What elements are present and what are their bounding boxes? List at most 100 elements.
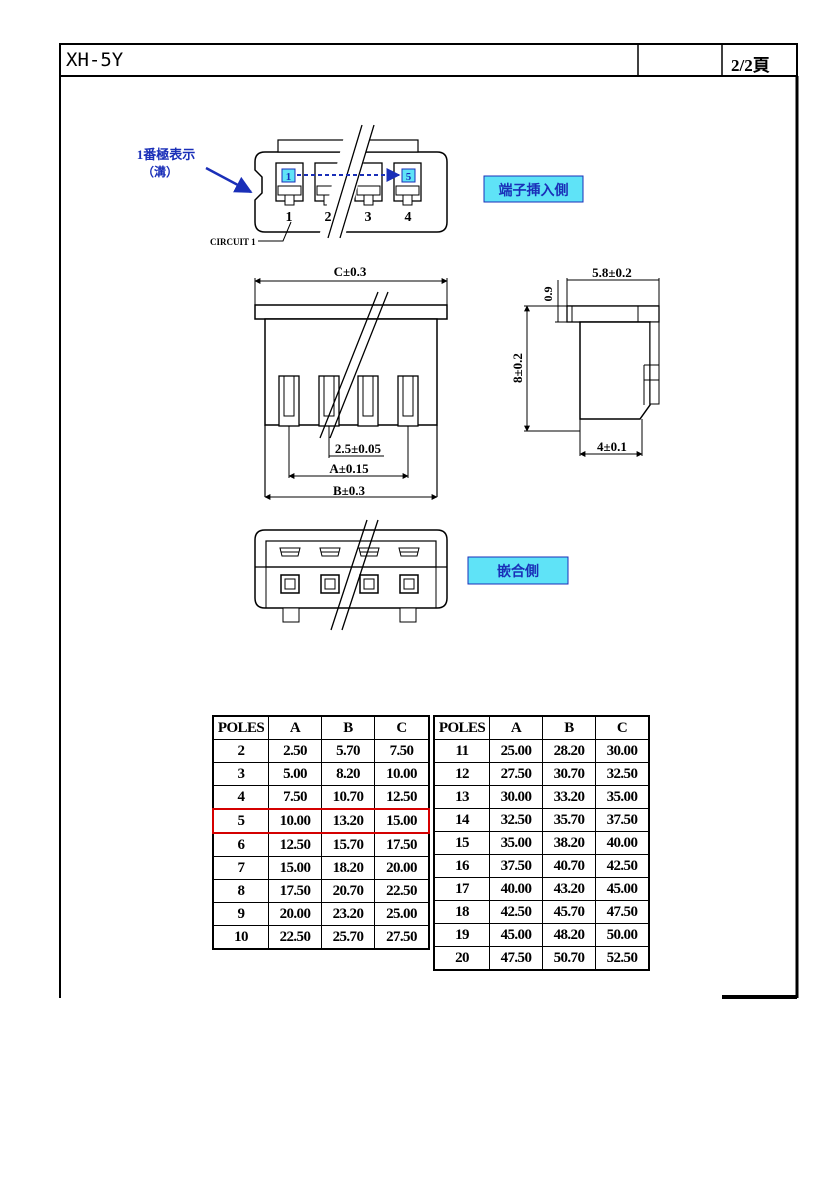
dim-c-label: C±0.3 <box>334 264 367 279</box>
cell-c: 17.50 <box>374 832 430 857</box>
pin1-indicator-label: 1番極表示 <box>137 147 196 162</box>
cell-poles: 19 <box>433 923 490 947</box>
cell-poles: 7 <box>212 856 269 880</box>
model-title: XH-5Y <box>66 49 124 71</box>
cell-c: 25.00 <box>374 902 430 926</box>
cell-a: 17.50 <box>268 879 322 903</box>
cell-b: 40.70 <box>542 854 596 878</box>
cell-a: 47.50 <box>489 946 543 971</box>
first-pin-box <box>281 168 296 183</box>
cell-poles: 5 <box>212 808 269 834</box>
cell-a: 37.50 <box>489 854 543 878</box>
cell-b: 43.20 <box>542 877 596 901</box>
cell-b: 45.70 <box>542 900 596 924</box>
dim-pitch-label: 2.5±0.05 <box>335 441 382 456</box>
cell-c: 50.00 <box>595 923 650 947</box>
cell-b: 5.70 <box>321 739 375 763</box>
cell-b: 50.70 <box>542 946 596 971</box>
cell-b: 15.70 <box>321 832 375 857</box>
cell-c: 35.00 <box>595 785 650 809</box>
header-c: C <box>374 715 430 740</box>
cell-b: 28.20 <box>542 739 596 763</box>
cell-a: 7.50 <box>268 785 322 810</box>
cell-b: 30.70 <box>542 762 596 786</box>
cell-a: 20.00 <box>268 902 322 926</box>
cell-a: 2.50 <box>268 739 322 763</box>
cell-c: 20.00 <box>374 856 430 880</box>
pin-number-2: 2 <box>325 210 332 225</box>
pin-number-4: 4 <box>405 210 412 225</box>
header-poles: POLES <box>433 715 490 740</box>
mating-side-label: 嵌合側 <box>497 563 539 580</box>
cell-a: 5.00 <box>268 762 322 786</box>
cell-b: 10.70 <box>321 785 375 810</box>
header-poles: POLES <box>212 715 269 740</box>
cell-poles: 13 <box>433 785 490 809</box>
circuit-label: CIRCUIT 1 <box>210 237 256 247</box>
pin-number-1: 1 <box>286 210 293 225</box>
cell-c: 40.00 <box>595 831 650 855</box>
cell-poles: 9 <box>212 902 269 926</box>
cell-c: 7.50 <box>374 739 430 763</box>
cell-a: 30.00 <box>489 785 543 809</box>
header-a: A <box>489 715 543 740</box>
cell-poles: 3 <box>212 762 269 786</box>
dim-b-label: B±0.3 <box>333 483 366 498</box>
cell-poles: 20 <box>433 946 490 971</box>
pin1-indicator-arrow <box>205 166 253 194</box>
cell-b: 18.20 <box>321 856 375 880</box>
dim-width-label: 5.8±0.2 <box>592 265 632 280</box>
cell-c: 30.00 <box>595 739 650 763</box>
cell-b: 8.20 <box>321 762 375 786</box>
last-pin-box-label: 5 <box>406 171 412 183</box>
insertion-side-label: 端子挿入側 <box>499 182 569 199</box>
cell-c: 52.50 <box>595 946 650 971</box>
cell-c: 45.00 <box>595 877 650 901</box>
bottom-view <box>254 519 448 631</box>
pin-number-3: 3 <box>365 210 372 225</box>
cell-a: 35.00 <box>489 831 543 855</box>
header-c: C <box>595 715 650 740</box>
side-view <box>524 278 660 457</box>
insertion-side-badge <box>483 175 584 203</box>
cell-poles: 10 <box>212 925 269 950</box>
first-pin-box-label: 1 <box>286 171 292 183</box>
cell-a: 12.50 <box>268 832 322 857</box>
mating-side-badge <box>467 556 569 585</box>
cell-a: 22.50 <box>268 925 322 950</box>
last-pin-box <box>401 168 416 183</box>
cell-c: 22.50 <box>374 879 430 903</box>
pin1-indicator-sublabel: （溝） <box>142 164 178 179</box>
cell-c: 12.50 <box>374 785 430 810</box>
cell-a: 32.50 <box>489 808 543 832</box>
cell-a: 40.00 <box>489 877 543 901</box>
front-view <box>254 278 448 500</box>
cell-a: 15.00 <box>268 856 322 880</box>
cell-b: 48.20 <box>542 923 596 947</box>
top-view <box>205 124 448 242</box>
cell-poles: 17 <box>433 877 490 901</box>
cell-c: 47.50 <box>595 900 650 924</box>
table-header-row: POLES A B C <box>433 715 650 740</box>
cell-a: 10.00 <box>268 808 322 834</box>
header-a: A <box>268 715 322 740</box>
cell-poles: 16 <box>433 854 490 878</box>
cell-b: 25.70 <box>321 925 375 950</box>
cell-poles: 15 <box>433 831 490 855</box>
cell-poles: 11 <box>433 739 490 763</box>
